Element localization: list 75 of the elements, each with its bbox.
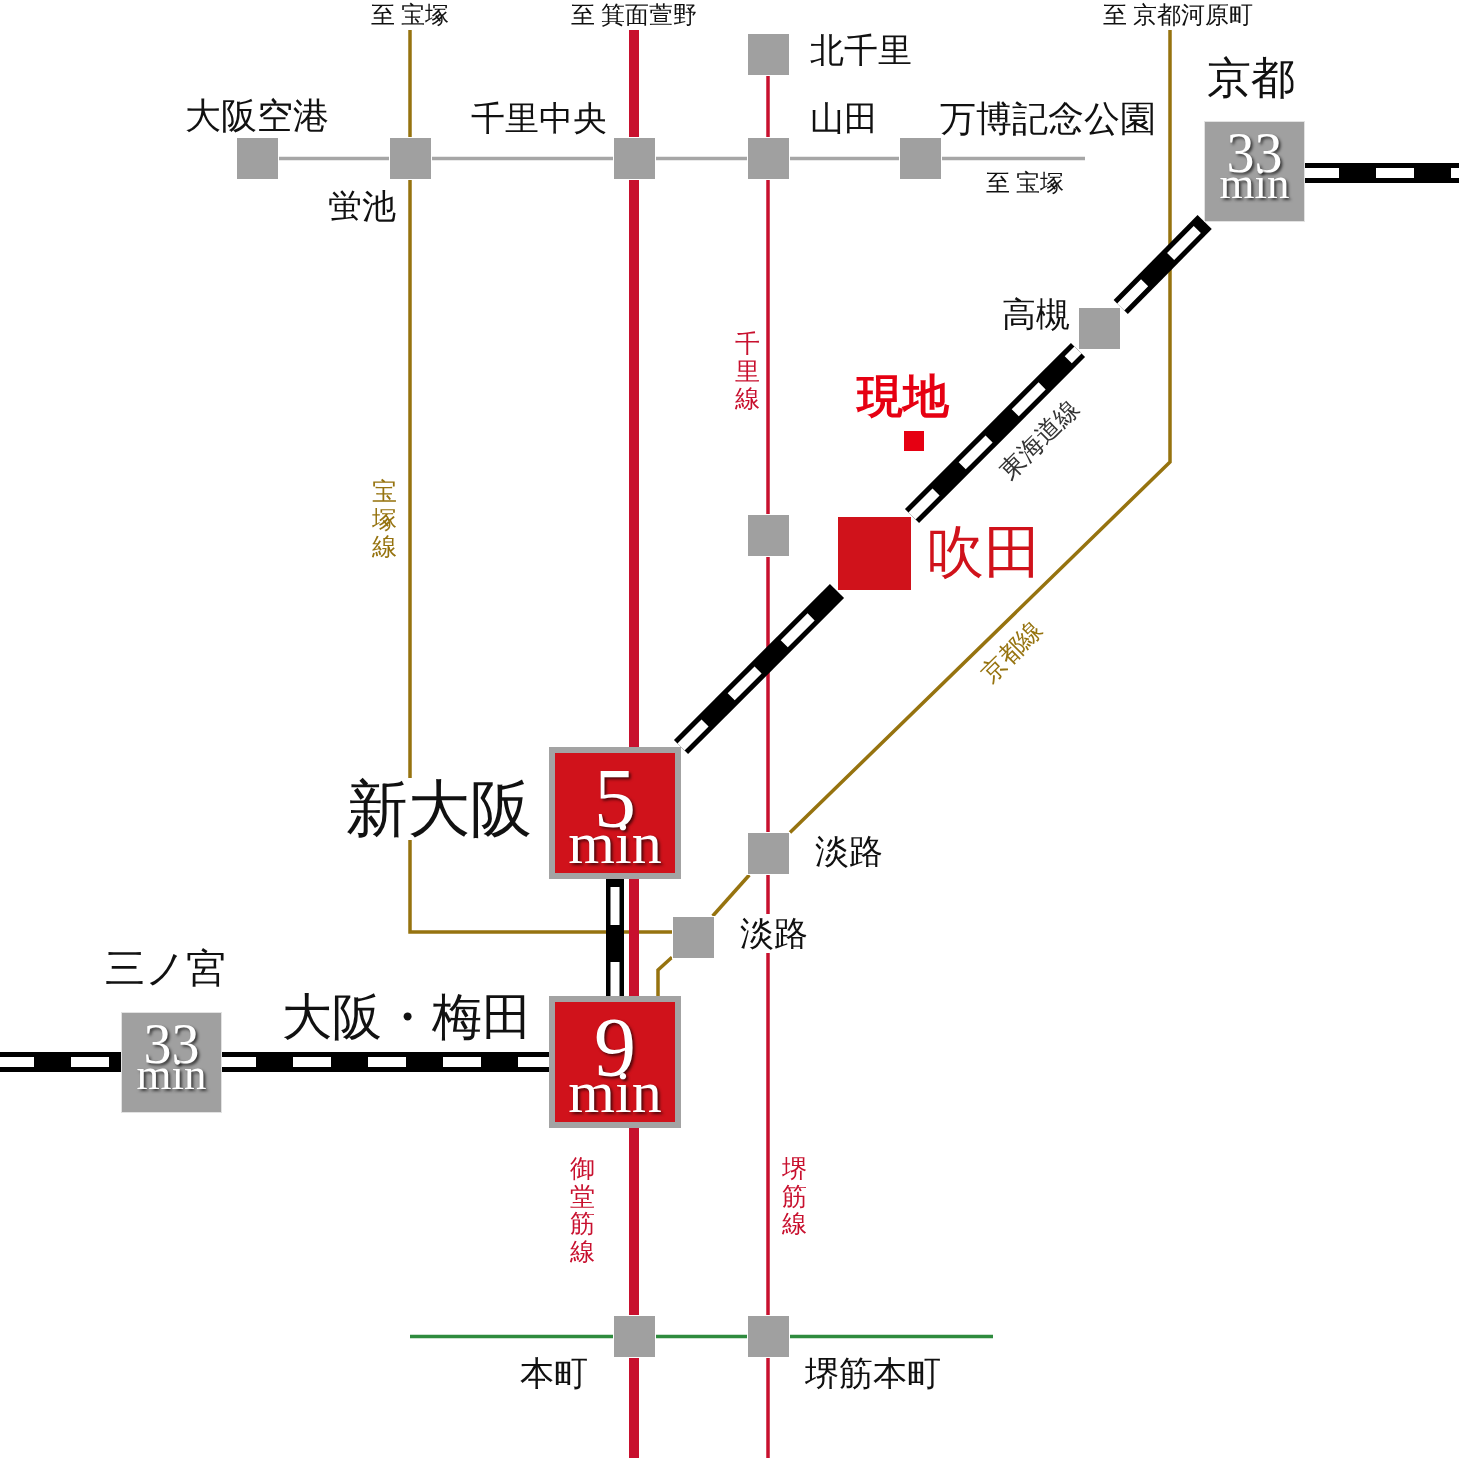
railway-line	[766, 1358, 770, 1458]
railway-line	[408, 30, 412, 137]
station-name: 京都	[1207, 54, 1295, 105]
station-marker	[747, 33, 790, 76]
railway-line	[766, 180, 770, 514]
railway-line	[629, 1128, 639, 1315]
station-marker	[236, 137, 279, 180]
railway-line	[711, 873, 751, 918]
line-name: 東海道線	[994, 394, 1086, 486]
station-box	[121, 1012, 222, 1113]
station-marker	[747, 832, 790, 875]
station-name: 新大阪	[346, 778, 532, 840]
station-marker	[613, 137, 656, 180]
site-marker	[903, 430, 925, 452]
station-name: 北千里	[810, 31, 912, 71]
station-box	[1204, 121, 1305, 222]
station-name: 大阪・梅田	[282, 992, 532, 1042]
railway-line	[408, 180, 672, 934]
line-name: 堺筋線	[782, 1155, 807, 1238]
railway-line	[790, 1334, 993, 1339]
railway-line	[942, 156, 1085, 161]
destination-label: 至 箕面萱野	[570, 1, 698, 30]
railway-line	[0, 1052, 121, 1072]
line-name: 御堂筋線	[570, 1155, 595, 1265]
station-marker	[389, 137, 432, 180]
station-name: 大阪空港	[185, 96, 329, 138]
railway-line	[606, 879, 624, 996]
site-label: 現地	[857, 371, 949, 424]
line-name: 宝塚線	[372, 478, 397, 561]
railway-line	[1113, 215, 1212, 315]
station-box	[549, 747, 681, 879]
railway-line	[279, 156, 389, 161]
railway-line	[629, 1358, 639, 1458]
railway-line	[1305, 163, 1459, 183]
line-name: 京都線	[975, 615, 1049, 689]
station-name: 淡路	[740, 914, 808, 954]
station-name: 山田	[810, 99, 878, 139]
station-marker	[672, 916, 715, 959]
railway-line	[673, 583, 845, 755]
railway-line	[766, 875, 770, 1315]
destination-label: 至 宝塚	[986, 170, 1064, 198]
railway-line	[656, 1334, 747, 1339]
station-name: 吹田	[926, 524, 1042, 582]
line-name: 千里線	[735, 330, 760, 413]
station-name: 本町	[520, 1354, 588, 1394]
railway-line	[790, 156, 899, 161]
station-name: 三ノ宮	[105, 946, 226, 992]
station-name: 万博記念公園	[940, 99, 1156, 141]
railway-line	[656, 955, 674, 996]
railway-line	[629, 30, 639, 137]
station-name: 堺筋本町	[805, 1354, 941, 1394]
station-name: 蛍池	[328, 187, 396, 227]
railway-line	[788, 30, 1172, 834]
railway-line	[766, 557, 770, 832]
station-marker	[837, 516, 912, 591]
station-name: 高槻	[1002, 295, 1070, 335]
station-name: 千里中央	[471, 99, 607, 139]
railway-line	[432, 156, 613, 161]
railway-line	[629, 180, 639, 747]
railway-line	[222, 1052, 549, 1072]
railway-line	[629, 879, 639, 996]
station-marker	[1078, 307, 1121, 350]
station-marker	[747, 137, 790, 180]
railway-line	[656, 156, 747, 161]
station-marker	[613, 1315, 656, 1358]
destination-label: 至 宝塚	[370, 1, 450, 30]
railway-line	[410, 1334, 613, 1339]
destination-label: 至 京都河原町	[1102, 1, 1254, 30]
station-marker	[747, 1315, 790, 1358]
railway-line	[766, 76, 770, 137]
station-marker	[899, 137, 942, 180]
station-name: 淡路	[815, 832, 883, 872]
railway-line	[904, 342, 1086, 524]
station-box	[549, 996, 681, 1128]
station-marker	[747, 514, 790, 557]
